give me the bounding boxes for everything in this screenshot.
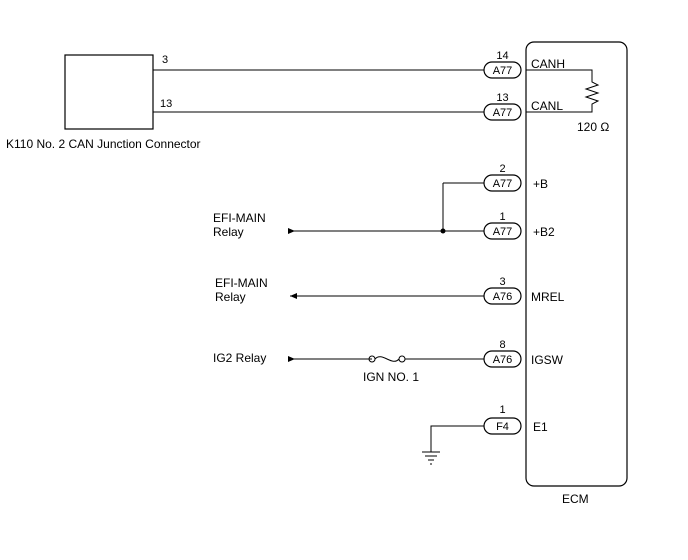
pin-number: 2 [499,163,505,175]
connector-id: A77 [493,65,513,77]
pin-number: 13 [496,92,508,104]
connector-pin-canl: A77 13 CANL [483,92,563,121]
connector-pin-b2: A77 1 +B2 [483,211,555,240]
efi-main-relay-in-line1: EFI-MAIN [213,211,266,225]
connector-pin-canh: A77 14 CANH [483,50,565,79]
ig2-relay-label: IG2 Relay [213,351,266,365]
ecm-box [525,41,628,487]
pin-number: 1 [499,211,505,223]
connector-pin-igsw: A76 8 IGSW [483,339,564,368]
pin-number: 8 [499,339,505,351]
terminating-resistor [526,69,600,113]
junction-connector-box [64,54,154,130]
pin-number: 1 [499,404,505,416]
efi-main-relay-out-line2: Relay [215,290,246,304]
junction-pin-canl: 13 [160,98,172,110]
fuse-symbol [368,355,406,363]
efi-main-relay-in-line2: Relay [213,225,244,239]
signal-name: +B [533,177,548,191]
connector-id: A77 [493,226,513,238]
connector-id: A76 [493,291,513,303]
pin-number: 3 [499,276,505,288]
connector-pin-e1: F4 1 E1 [483,404,548,435]
junction-connector-label: K110 No. 2 CAN Junction Connector [6,137,201,151]
ground-icon [422,451,440,465]
connector-id: A77 [493,107,513,119]
fuse-label: IGN NO. 1 [363,370,419,384]
arrow-efi-main-in [288,228,295,234]
junction-pin-canh: 3 [162,54,168,66]
resistor-label: 120 Ω [577,120,609,134]
arrow-ig2-relay [288,356,295,362]
signal-name: MREL [531,290,565,304]
pin-number: 14 [496,50,508,62]
connector-pin-b: A77 2 +B [483,163,548,192]
signal-name: CANH [531,57,565,71]
efi-main-relay-out-line1: EFI-MAIN [215,276,268,290]
connector-id: A76 [493,354,513,366]
signal-name: E1 [533,420,548,434]
splice-point [440,228,446,234]
signal-name: +B2 [533,225,555,239]
connector-id: A77 [493,178,513,190]
signal-name: CANL [531,99,563,113]
wire-e1-ground [430,425,484,452]
connector-id: F4 [496,421,509,433]
arrow-efi-main-out [290,293,297,299]
ecm-connector-pins: A77 14 CANH A77 13 CANL A77 2 +B A77 1 +… [483,50,565,435]
connector-pin-mrel: A76 3 MREL [483,276,565,305]
ecm-label: ECM [562,492,589,506]
signal-name: IGSW [531,353,564,367]
